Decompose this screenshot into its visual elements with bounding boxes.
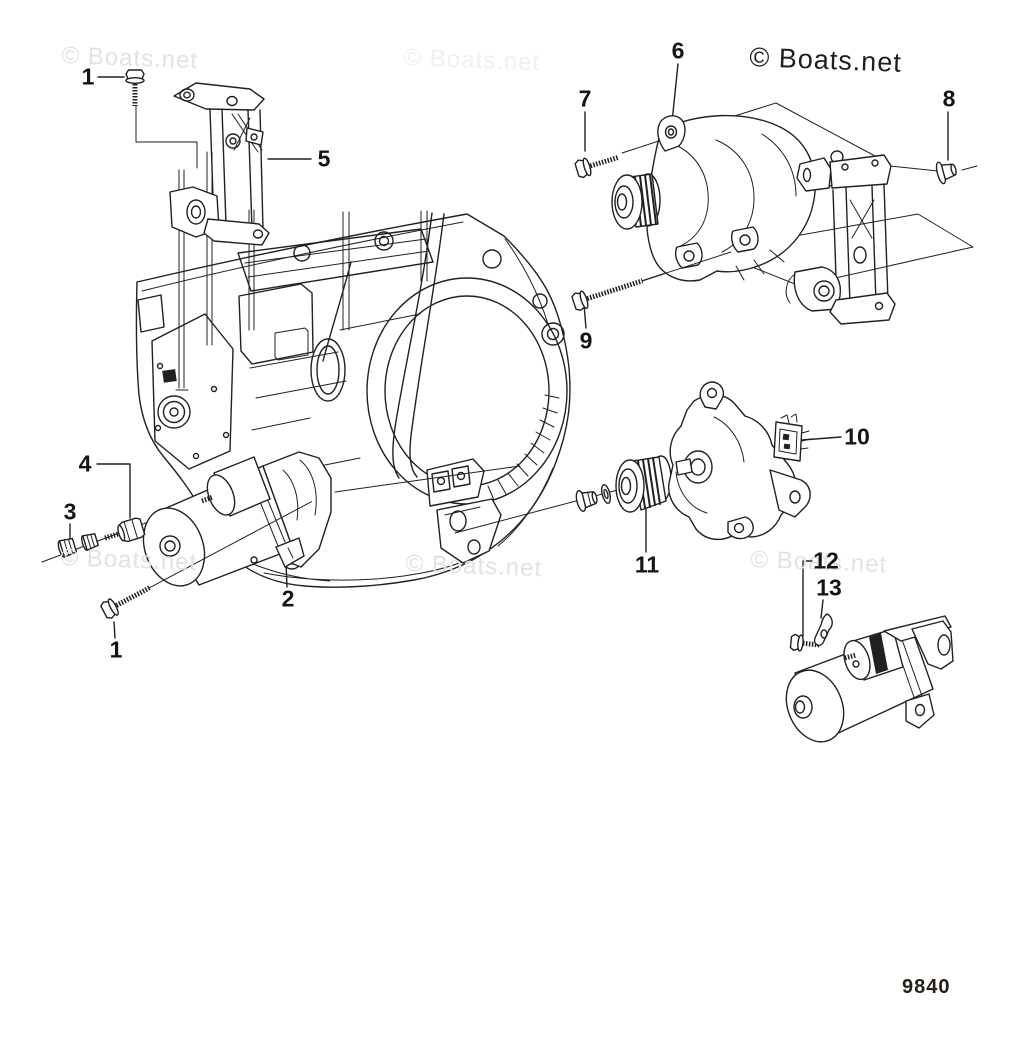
figure-number: 9840: [902, 976, 951, 998]
part5-mounting-bracket-drawing: [169, 82, 270, 246]
part6-alternator-drawing: [611, 114, 816, 282]
part11-pulley-assembly-drawing: [575, 455, 672, 513]
part1-bolt-top-drawing: [125, 69, 145, 106]
part8-nut-drawing: [935, 161, 957, 185]
part7-bolt-drawing: [574, 154, 620, 179]
callout-8: 8: [942, 85, 956, 112]
part4-spacer-drawing: [104, 517, 146, 543]
part1-bolt-bottom-drawing: [100, 501, 312, 619]
part3-nuts-drawing: [57, 533, 99, 558]
watermark-mid-left: © Boats.net: [59, 544, 198, 577]
watermark-mid-center: © Boats.net: [404, 550, 543, 583]
part10-alternator-rear-drawing: [668, 381, 811, 540]
callout-3: 3: [63, 498, 77, 525]
alternator-bracket-drawing: [785, 150, 896, 325]
part13-clip-drawing: [813, 613, 833, 646]
callout-5: 5: [317, 145, 331, 172]
watermark-top-right: © Boats.net: [748, 42, 903, 78]
callout-1-top: 1: [81, 63, 95, 90]
callout-10: 10: [844, 423, 870, 450]
callout-2: 2: [281, 585, 295, 612]
part9-bolt-drawing: [571, 251, 732, 312]
callout-9: 9: [579, 327, 593, 354]
callout-12: 12: [813, 547, 839, 574]
callout-1-bottom: 1: [109, 636, 123, 663]
callout-6: 6: [671, 37, 685, 64]
starter-motor-alt-drawing: [785, 615, 954, 743]
callout-4: 4: [78, 450, 92, 477]
callout-11: 11: [634, 551, 660, 578]
watermark-top-center: © Boats.net: [402, 44, 541, 77]
callout-7: 7: [578, 85, 592, 112]
part2-starter-drawing: [142, 451, 332, 587]
callout-13: 13: [816, 574, 842, 601]
callout-leader-lines: [69, 63, 949, 639]
